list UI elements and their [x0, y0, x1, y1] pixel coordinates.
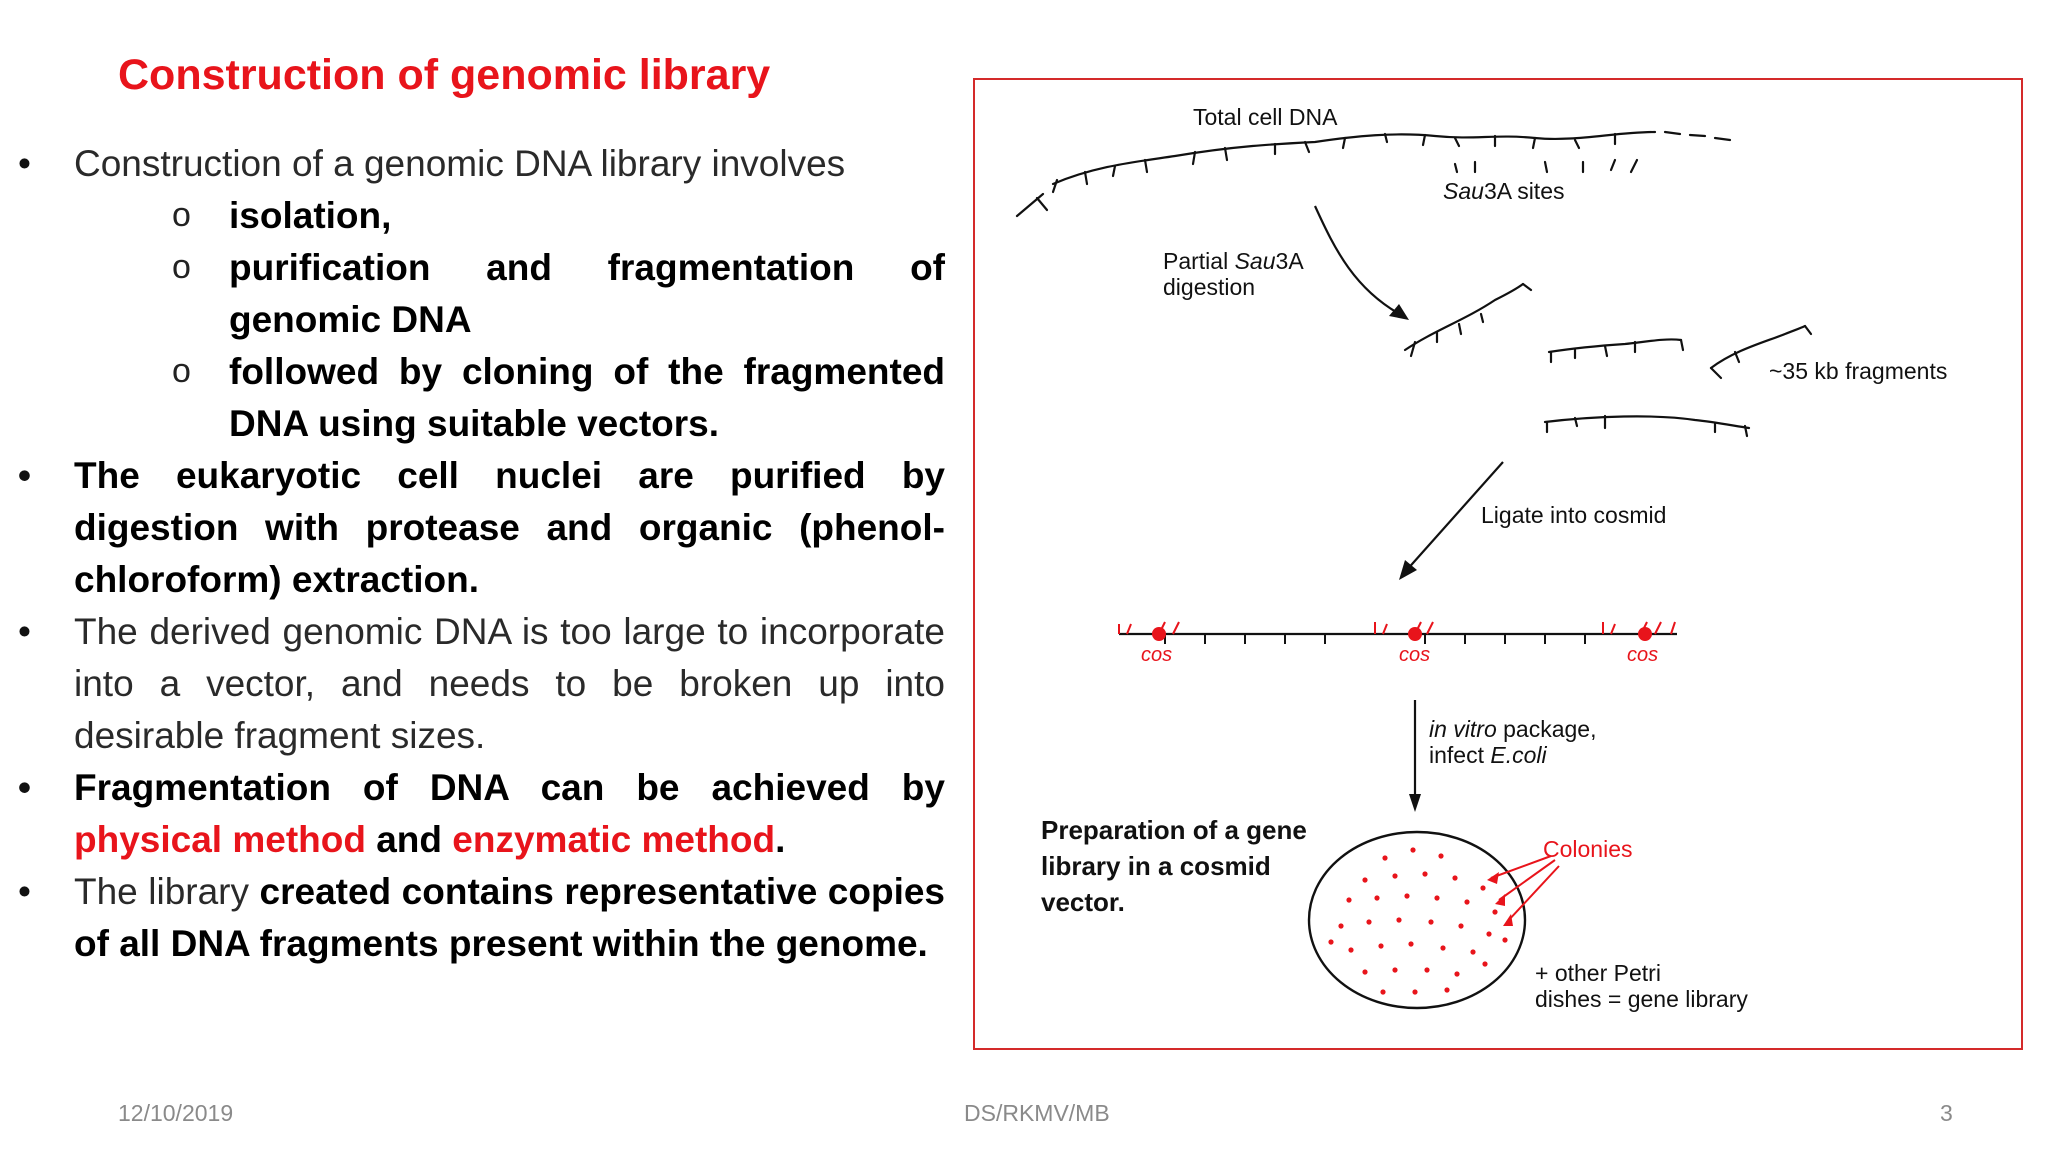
total-dna-strand	[1015, 130, 1732, 218]
bullet-item-3: The derived genomic DNA is too large to …	[0, 606, 945, 762]
figure-caption: Preparation of a gene library in a cosmi…	[1041, 815, 1307, 917]
cos-site-right	[1638, 627, 1652, 641]
cos-label-right: cos	[1627, 644, 1659, 666]
digest-arrow	[1313, 205, 1404, 317]
ligate-label: Ligate into cosmid	[1481, 502, 1667, 528]
cosmid-vector-line	[1118, 621, 1677, 644]
in-vitro-label: in vitro package,infect E.coli	[1429, 716, 1597, 769]
page-number: 3	[1940, 1100, 1953, 1126]
bullet-5-bold: created contains representative copies o…	[74, 871, 946, 964]
sub-item-cloning: followed by cloning of the fragmented DN…	[74, 345, 945, 450]
sub-item-isolation: isolation,	[74, 189, 945, 242]
figure-frame: Total cell DNA Sau3A sites Partial Sau3A…	[973, 78, 2023, 1050]
bullet-4-text: Fragmentation of DNA can be achieved by	[74, 767, 945, 808]
digest-arrowhead	[1389, 304, 1409, 320]
physical-method-highlight: physical method	[74, 819, 366, 860]
fragments	[1403, 282, 1813, 438]
cos-label-middle: cos	[1399, 644, 1431, 666]
slide-title: Construction of genomic library	[118, 51, 771, 99]
bullet-4-end: .	[775, 819, 786, 860]
colony-pointer-arrows	[1490, 855, 1560, 923]
colonies-label: Colonies	[1543, 836, 1633, 862]
cos-site-left	[1152, 627, 1166, 641]
fragments-label: ~35 kb fragments	[1769, 358, 1948, 384]
total-dna-label: Total cell DNA	[1193, 104, 1338, 130]
footer-date: 12/10/2019	[118, 1100, 234, 1126]
sau3a-sites-label: Sau3A sites	[1443, 178, 1565, 204]
bullet-item-5: The library created contains representat…	[0, 866, 945, 970]
bullet-4-and: and	[376, 819, 443, 860]
ligate-arrowhead	[1399, 560, 1417, 580]
bullet-item-2: The eukaryotic cell nuclei are purified …	[0, 450, 945, 606]
colony-dots	[1328, 847, 1508, 995]
sub-list: isolation, purification and fragmentatio…	[74, 189, 945, 450]
petri-dish	[1307, 830, 1527, 1010]
enzymatic-method-highlight: enzymatic method	[452, 819, 776, 860]
bullet-item-1: Construction of a genomic DNA library in…	[0, 138, 945, 450]
cos-label-left: cos	[1141, 644, 1173, 666]
cos-site-middle	[1408, 627, 1422, 641]
bullet-5-text: The library	[74, 871, 250, 912]
ligate-arrow	[1404, 461, 1504, 573]
footer-center-text: DS/RKMV/MB	[964, 1100, 1110, 1126]
bullet-list: Construction of a genomic DNA library in…	[0, 138, 945, 970]
bullet-3-text: The derived genomic DNA is too large to …	[74, 611, 945, 756]
cosmid-library-diagram	[1015, 130, 1813, 1010]
sub-item-purification: purification and fragmentation of genomi…	[74, 241, 945, 346]
bullet-item-4: Fragmentation of DNA can be achieved by …	[0, 762, 945, 866]
bullet-2-text: The eukaryotic cell nuclei are purified …	[74, 455, 945, 600]
bullet-1-text: Construction of a genomic DNA library in…	[74, 143, 846, 184]
package-arrowhead	[1409, 794, 1421, 812]
